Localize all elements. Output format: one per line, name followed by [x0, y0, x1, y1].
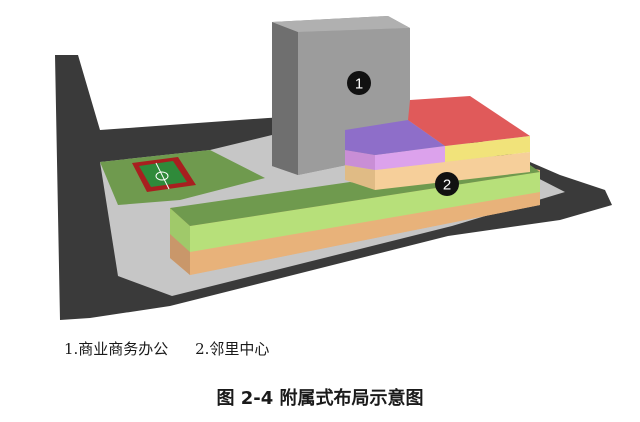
marker-2-label: 2 [443, 177, 451, 194]
legend-item-neighborhood-center: 2.邻里中心 [195, 340, 270, 358]
layout-diagram: 1 2 [55, 16, 612, 320]
sports-court [132, 157, 196, 192]
neighborhood-center-block [345, 96, 530, 190]
marker-1: 1 [347, 71, 371, 95]
legend-item-office: 1.商业商务办公 [64, 340, 169, 358]
marker-2: 2 [435, 172, 459, 196]
legend: 1.商业商务办公 2.邻里中心 [64, 338, 269, 359]
office-tower [272, 16, 410, 175]
figure-caption: 图 2-4 附属式布局示意图 [216, 388, 424, 409]
marker-1-label: 1 [355, 76, 363, 93]
